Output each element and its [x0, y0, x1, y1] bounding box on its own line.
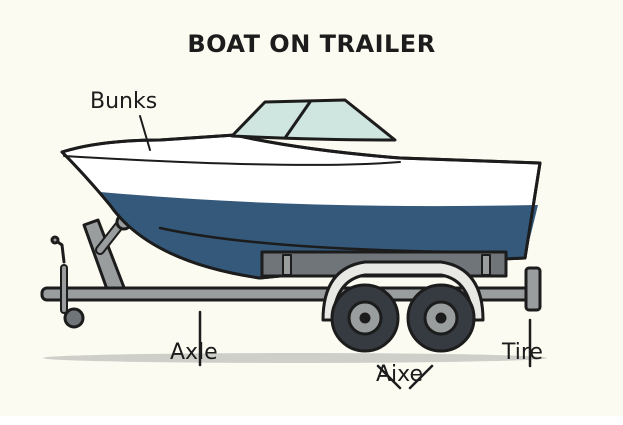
diagram-title: BOAT ON TRAILER — [187, 30, 436, 58]
bunks-leader-line — [139, 115, 151, 151]
ground-shadow — [43, 353, 547, 363]
rub-rail — [63, 155, 401, 166]
tail-light-post — [524, 266, 542, 312]
wheel-rear — [406, 283, 476, 353]
aixe-leader-line-right — [408, 364, 434, 390]
label-axle: Axle — [170, 340, 218, 365]
cabin-windshield — [230, 98, 397, 142]
label-tire: Tire — [502, 340, 543, 365]
fender — [321, 260, 485, 322]
label-bunks: Bunks — [90, 89, 158, 114]
aixe-leader-line-left — [376, 364, 402, 390]
label-aixe: Aixe — [376, 362, 424, 387]
jack-wheel — [63, 307, 85, 329]
wheel-front — [330, 283, 400, 353]
